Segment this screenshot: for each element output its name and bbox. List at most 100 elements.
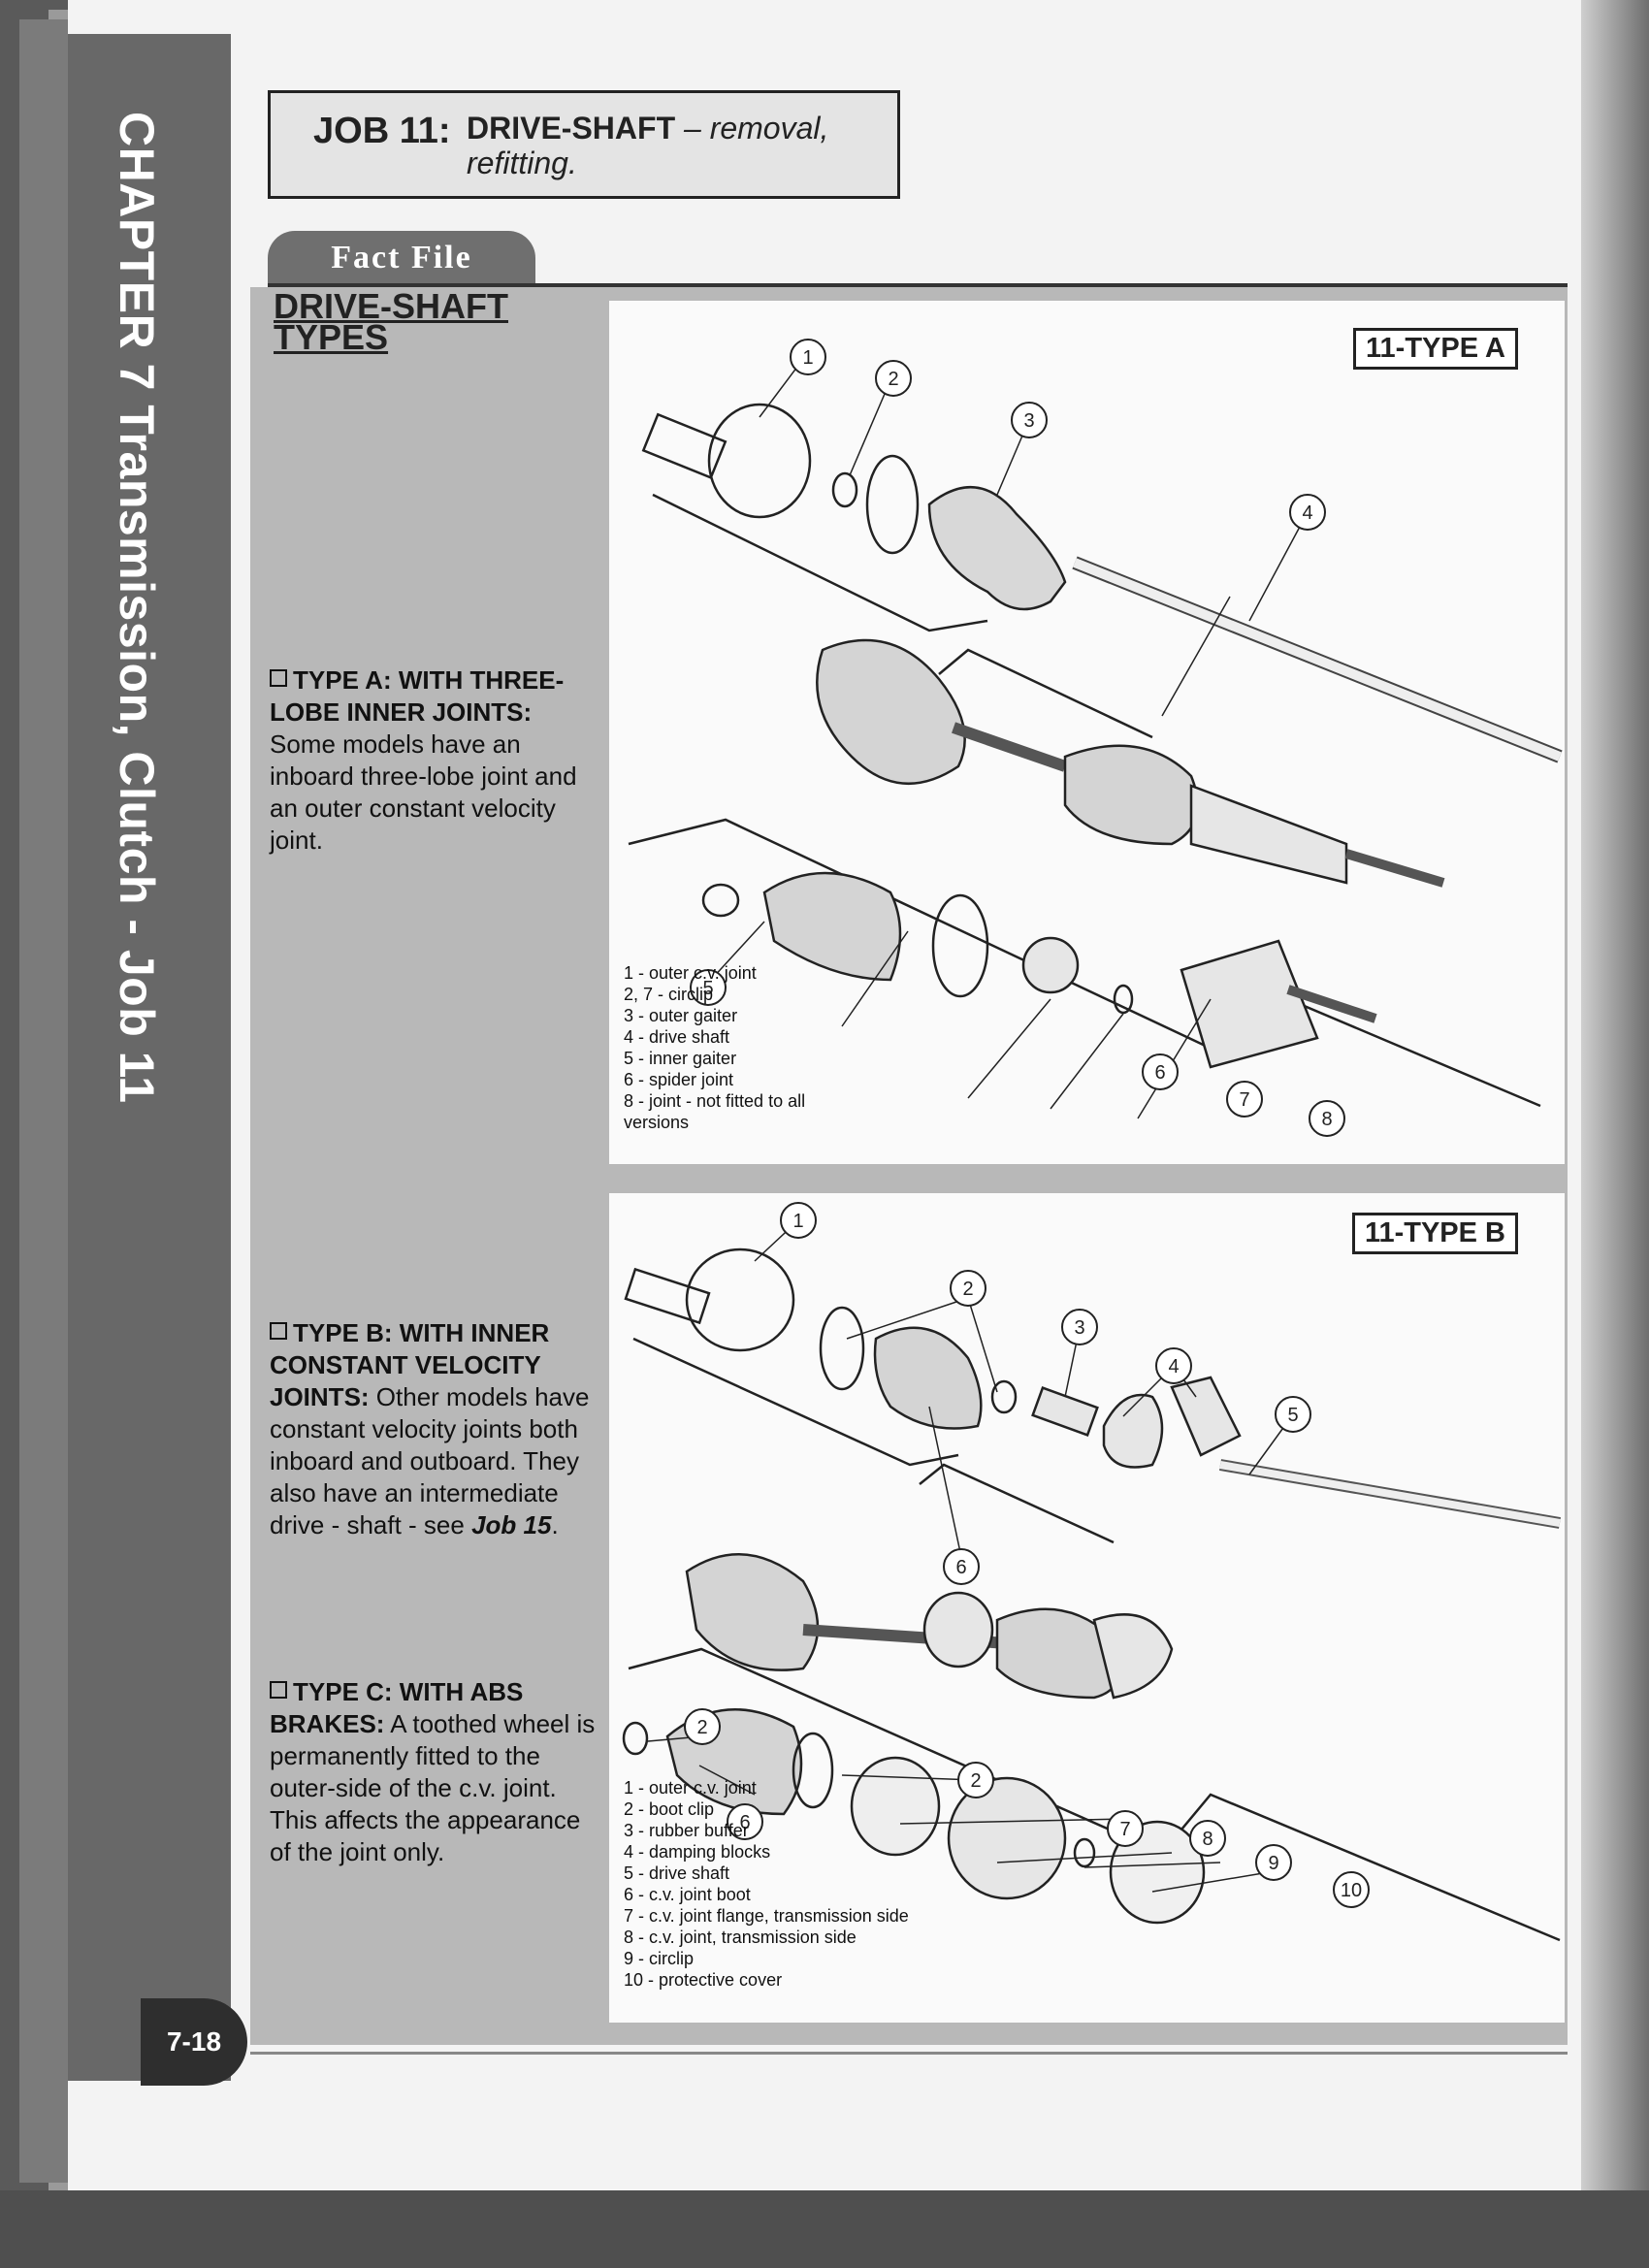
job-title-sub: – removal, refitting. — [467, 111, 829, 180]
figure-b-callout-6: 6 — [943, 1548, 980, 1585]
legend-item: 9 - circlip — [624, 1949, 695, 1968]
legend-item: 1 - outer c.v. joint — [624, 1778, 757, 1798]
checkbox-icon — [270, 1681, 287, 1699]
figure-b-callout-6c: 6 — [727, 1803, 763, 1840]
figure-b-callout-3: 3 — [1061, 1309, 1098, 1345]
type-a-paragraph: TYPE A: WITH THREE-LOBE INNER JOINTS: So… — [270, 664, 604, 857]
fact-file-tab: Fact File — [268, 231, 535, 285]
checkbox-icon — [270, 669, 287, 687]
legend-item: 3 - outer gaiter — [624, 1006, 738, 1025]
figure-type-a: 11-TYPE A — [609, 301, 1565, 1164]
type-c-lead: TYPE C: WITH ABS BRAKES: — [270, 1677, 524, 1738]
type-a-lead: TYPE A: WITH THREE-LOBE INNER JOINTS: — [270, 665, 565, 727]
figure-a-callout-1: 1 — [790, 339, 826, 375]
figure-b-callout-1: 1 — [780, 1202, 817, 1239]
svg-text:8: 8 — [1202, 1829, 1212, 1850]
type-b-text: Other models have constant velocity join… — [270, 1382, 590, 1539]
page-right-shadow — [1581, 0, 1649, 2268]
figure-a-callout-2: 2 — [875, 360, 912, 397]
legend-item: versions — [624, 1113, 690, 1132]
svg-text:6: 6 — [1154, 1062, 1165, 1084]
svg-text:7: 7 — [1119, 1819, 1130, 1840]
svg-text:2: 2 — [888, 369, 898, 390]
svg-text:2: 2 — [962, 1279, 973, 1300]
legend-item: 10 - protective cover — [624, 1970, 783, 1990]
legend-item: 8 - joint - not fitted to all — [624, 1091, 806, 1111]
svg-text:2: 2 — [696, 1717, 707, 1738]
legend-item: 4 - drive shaft — [624, 1027, 730, 1047]
figure-b-callout-2c: 2 — [957, 1762, 994, 1798]
figure-b-callout-5: 5 — [1275, 1396, 1311, 1433]
legend-item: 7 - c.v. joint flange, transmission side — [624, 1906, 909, 1926]
chapter-strip — [68, 34, 231, 2081]
legend-item: 5 - inner gaiter — [624, 1049, 737, 1068]
figure-b-callout-9: 9 — [1255, 1844, 1292, 1881]
job-number: JOB 11: — [313, 111, 451, 151]
legend-item: 3 - rubber buffer — [624, 1821, 749, 1840]
figure-b-callout-2b: 2 — [684, 1708, 721, 1745]
legend-item: 5 - drive shaft — [624, 1863, 730, 1883]
job-title: DRIVE-SHAFT – removal, refitting. — [467, 111, 897, 180]
figure-a-callout-4: 4 — [1289, 494, 1326, 531]
figure-b-callout-2: 2 — [950, 1270, 986, 1307]
type-b-paragraph: TYPE B: WITH INNER CONSTANT VELOCITY JOI… — [270, 1317, 604, 1541]
figure-a-label: 11-TYPE A — [1353, 328, 1518, 370]
chapter-strip-text: CHAPTER 7 Transmission, Clutch - Job 11 — [110, 112, 164, 1104]
svg-text:3: 3 — [1023, 410, 1034, 432]
figure-b-callout-10: 10 — [1333, 1871, 1370, 1908]
figure-a-callout-3: 3 — [1011, 402, 1048, 438]
legend-item: 2, 7 - circlip — [624, 985, 714, 1004]
type-c-paragraph: TYPE C: WITH ABS BRAKES: A toothed wheel… — [270, 1676, 604, 1868]
figure-b-callout-8: 8 — [1189, 1820, 1226, 1857]
footer-rule — [250, 2052, 1568, 2055]
svg-text:1: 1 — [802, 347, 813, 369]
svg-text:9: 9 — [1268, 1853, 1278, 1874]
svg-text:5: 5 — [1287, 1405, 1298, 1426]
svg-text:1: 1 — [792, 1211, 803, 1232]
legend-item: 6 - c.v. joint boot — [624, 1885, 751, 1904]
figure-a-callout-6: 6 — [1142, 1053, 1179, 1090]
svg-text:6: 6 — [955, 1557, 966, 1578]
figure-a-callout-7: 7 — [1226, 1081, 1263, 1118]
figure-b-callout-4: 4 — [1155, 1347, 1192, 1384]
bracket-line — [652, 493, 988, 632]
figure-a-callout-8: 8 — [1309, 1100, 1345, 1137]
section-title-line2: TYPES — [274, 317, 389, 357]
svg-text:6: 6 — [739, 1812, 750, 1833]
svg-text:4: 4 — [1168, 1356, 1179, 1377]
section-title: DRIVE-SHAFT TYPES — [274, 286, 508, 357]
legend-item: 1 - outer c.v. joint — [624, 963, 757, 983]
figure-b-callout-7: 7 — [1107, 1810, 1144, 1847]
scanner-bottom-band — [0, 2190, 1649, 2268]
figure-a-legend: 1 - outer c.v. joint 2, 7 - circlip 3 - … — [624, 962, 805, 1133]
legend-item: 6 - spider joint — [624, 1070, 734, 1089]
svg-text:5: 5 — [702, 978, 713, 999]
svg-text:2: 2 — [970, 1770, 981, 1792]
svg-text:10: 10 — [1341, 1880, 1362, 1901]
legend-item: 2 - boot clip — [624, 1799, 715, 1819]
page-number-tab: 7-18 — [141, 1998, 247, 2086]
fact-file-rule — [268, 283, 1568, 287]
figure-a-callout-5: 5 — [690, 969, 727, 1006]
type-b-job-ref: Job 15 — [471, 1510, 552, 1539]
legend-item: 8 - c.v. joint, transmission side — [624, 1928, 857, 1947]
figure-type-b: 11-TYPE B — [609, 1193, 1565, 2023]
figure-b-drawing: 1 2 2 2 3 4 5 6 6 7 8 9 10 — [622, 1202, 1562, 1942]
job-title-main: DRIVE-SHAFT — [467, 111, 676, 146]
svg-text:7: 7 — [1239, 1089, 1249, 1111]
svg-text:8: 8 — [1321, 1109, 1332, 1130]
type-b-lead: TYPE B: WITH INNER CONSTANT VELOCITY JOI… — [270, 1318, 550, 1411]
type-a-text: Some models have an inboard three-lobe j… — [270, 729, 577, 855]
figure-b-legend: 1 - outer c.v. joint 2 - boot clip 3 - r… — [624, 1777, 909, 1991]
svg-text:3: 3 — [1074, 1317, 1084, 1339]
type-c-text: A toothed wheel is permanently fitted to… — [270, 1709, 596, 1866]
outer-cv-joint-drawing — [707, 403, 812, 519]
figure-a-drawing: 1 2 3 4 5 6 7 8 — [628, 339, 1563, 1137]
figure-b-label: 11-TYPE B — [1351, 1213, 1518, 1254]
section-title-line1: DRIVE-SHAFT — [274, 286, 508, 326]
legend-item: 4 - damping blocks — [624, 1842, 771, 1862]
svg-text:4: 4 — [1302, 502, 1312, 524]
type-b-end: . — [551, 1510, 559, 1539]
checkbox-icon — [270, 1322, 287, 1340]
job-header-box: JOB 11: DRIVE-SHAFT – removal, refitting… — [268, 90, 900, 199]
